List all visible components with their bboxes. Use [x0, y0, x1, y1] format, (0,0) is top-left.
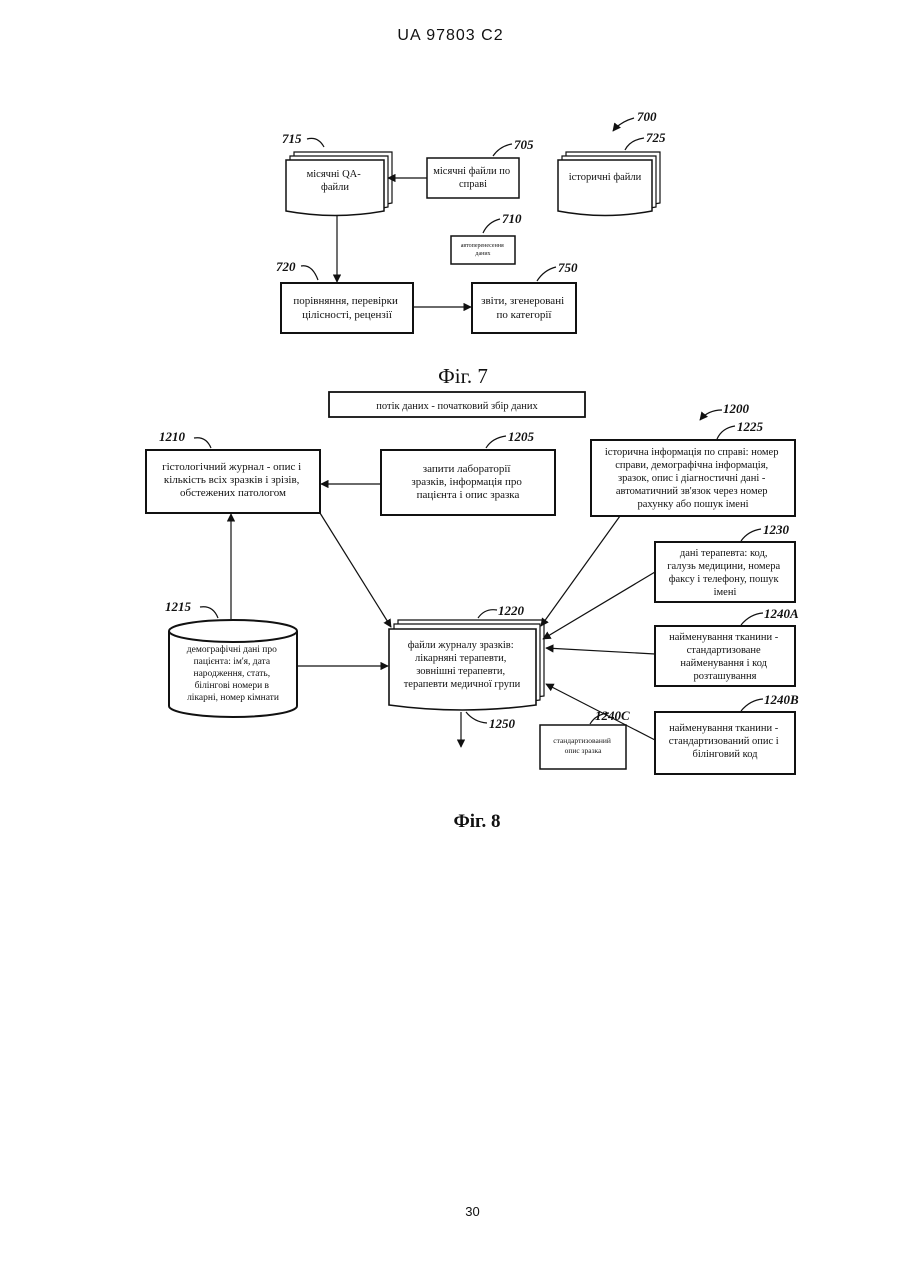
leader-1250: [466, 712, 487, 723]
ref-1230: 1230: [763, 522, 790, 537]
box-750-reports-by-category: [472, 283, 576, 333]
text-725: історичні файли: [569, 172, 642, 183]
leader-700: [613, 118, 634, 131]
fig8-caption: Фіг. 8: [453, 811, 500, 832]
leader-1220: [478, 610, 497, 618]
arrow-1210-to-1220: [320, 513, 391, 627]
text-1205: запити лабораторії зразків, інформація п…: [411, 463, 524, 501]
page-number: 30: [0, 1204, 901, 1219]
ref-715: 715: [282, 131, 302, 146]
ref-700: 700: [637, 109, 657, 124]
ref-1205: 1205: [508, 429, 535, 444]
arrow-1225-to-1220: [541, 516, 620, 626]
ref-720: 720: [276, 259, 296, 274]
doc-1220-specimen-log-files: [389, 620, 544, 710]
arrow-1230-to-1220: [543, 572, 655, 639]
leader-1240b: [741, 699, 763, 711]
leader-705: [493, 144, 512, 156]
leader-715: [307, 138, 324, 147]
ref-1250: 1250: [489, 716, 516, 731]
ref-1240c: 1240C: [595, 708, 630, 723]
ref-725: 725: [646, 130, 666, 145]
text-1210: гістологічний журнал - опис і кількість …: [162, 461, 304, 499]
box-705-monthly-case-files: [427, 158, 519, 198]
doc-725-historical-files: [558, 152, 660, 216]
fig7-caption: Фіг. 7: [438, 364, 488, 388]
leader-1205: [486, 436, 506, 448]
leader-1210: [194, 438, 211, 448]
leader-725: [625, 138, 644, 150]
text-1215: демографічні дані про пацієнта: ім'я, да…: [187, 644, 279, 703]
ref-710: 710: [502, 211, 522, 226]
leader-1240a: [741, 613, 763, 625]
arrow-1240a-to-1220: [546, 648, 655, 654]
ref-1200: 1200: [723, 401, 750, 416]
leader-1200: [700, 410, 722, 420]
box-720-comparison-checks: [281, 283, 413, 333]
leader-1230: [741, 529, 761, 541]
leader-1215: [200, 607, 218, 618]
ref-1210: 1210: [159, 429, 186, 444]
leader-710: [483, 219, 500, 233]
ref-1215: 1215: [165, 599, 192, 614]
ref-1225: 1225: [737, 419, 764, 434]
leader-1225: [717, 426, 735, 439]
leader-720: [301, 266, 318, 280]
ref-1240b: 1240B: [764, 692, 799, 707]
leader-750: [537, 267, 556, 281]
ref-705: 705: [514, 137, 534, 152]
box-710-data-autotransfer: [451, 236, 515, 264]
ref-1240a: 1240A: [764, 606, 799, 621]
ref-750: 750: [558, 260, 578, 275]
ref-1220: 1220: [498, 603, 525, 618]
fig8-title: потік даних - початковий збір даних: [376, 401, 538, 412]
